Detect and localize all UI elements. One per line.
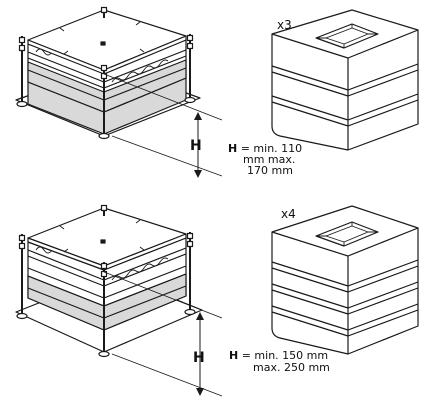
top-spec-line-1: H = min. 110 bbox=[228, 142, 302, 155]
top-height-symbol: H bbox=[190, 138, 202, 154]
top-box-assembly bbox=[15, 6, 223, 178]
top-ring-stack bbox=[271, 9, 419, 151]
bottom-spec-line-1: H = min. 150 mm bbox=[229, 349, 328, 362]
bottom-box-assembly bbox=[15, 204, 223, 397]
top-spec-line-2: mm max. bbox=[243, 153, 295, 166]
top-quantity-label: x3 bbox=[277, 18, 292, 32]
top-spec-line-3: 170 mm bbox=[247, 164, 293, 177]
bottom-height-symbol: H bbox=[193, 350, 205, 366]
bottom-spec-line-2: max. 250 mm bbox=[253, 361, 330, 374]
bottom-quantity-label: x4 bbox=[281, 207, 296, 221]
bottom-ring-stack bbox=[271, 205, 419, 355]
